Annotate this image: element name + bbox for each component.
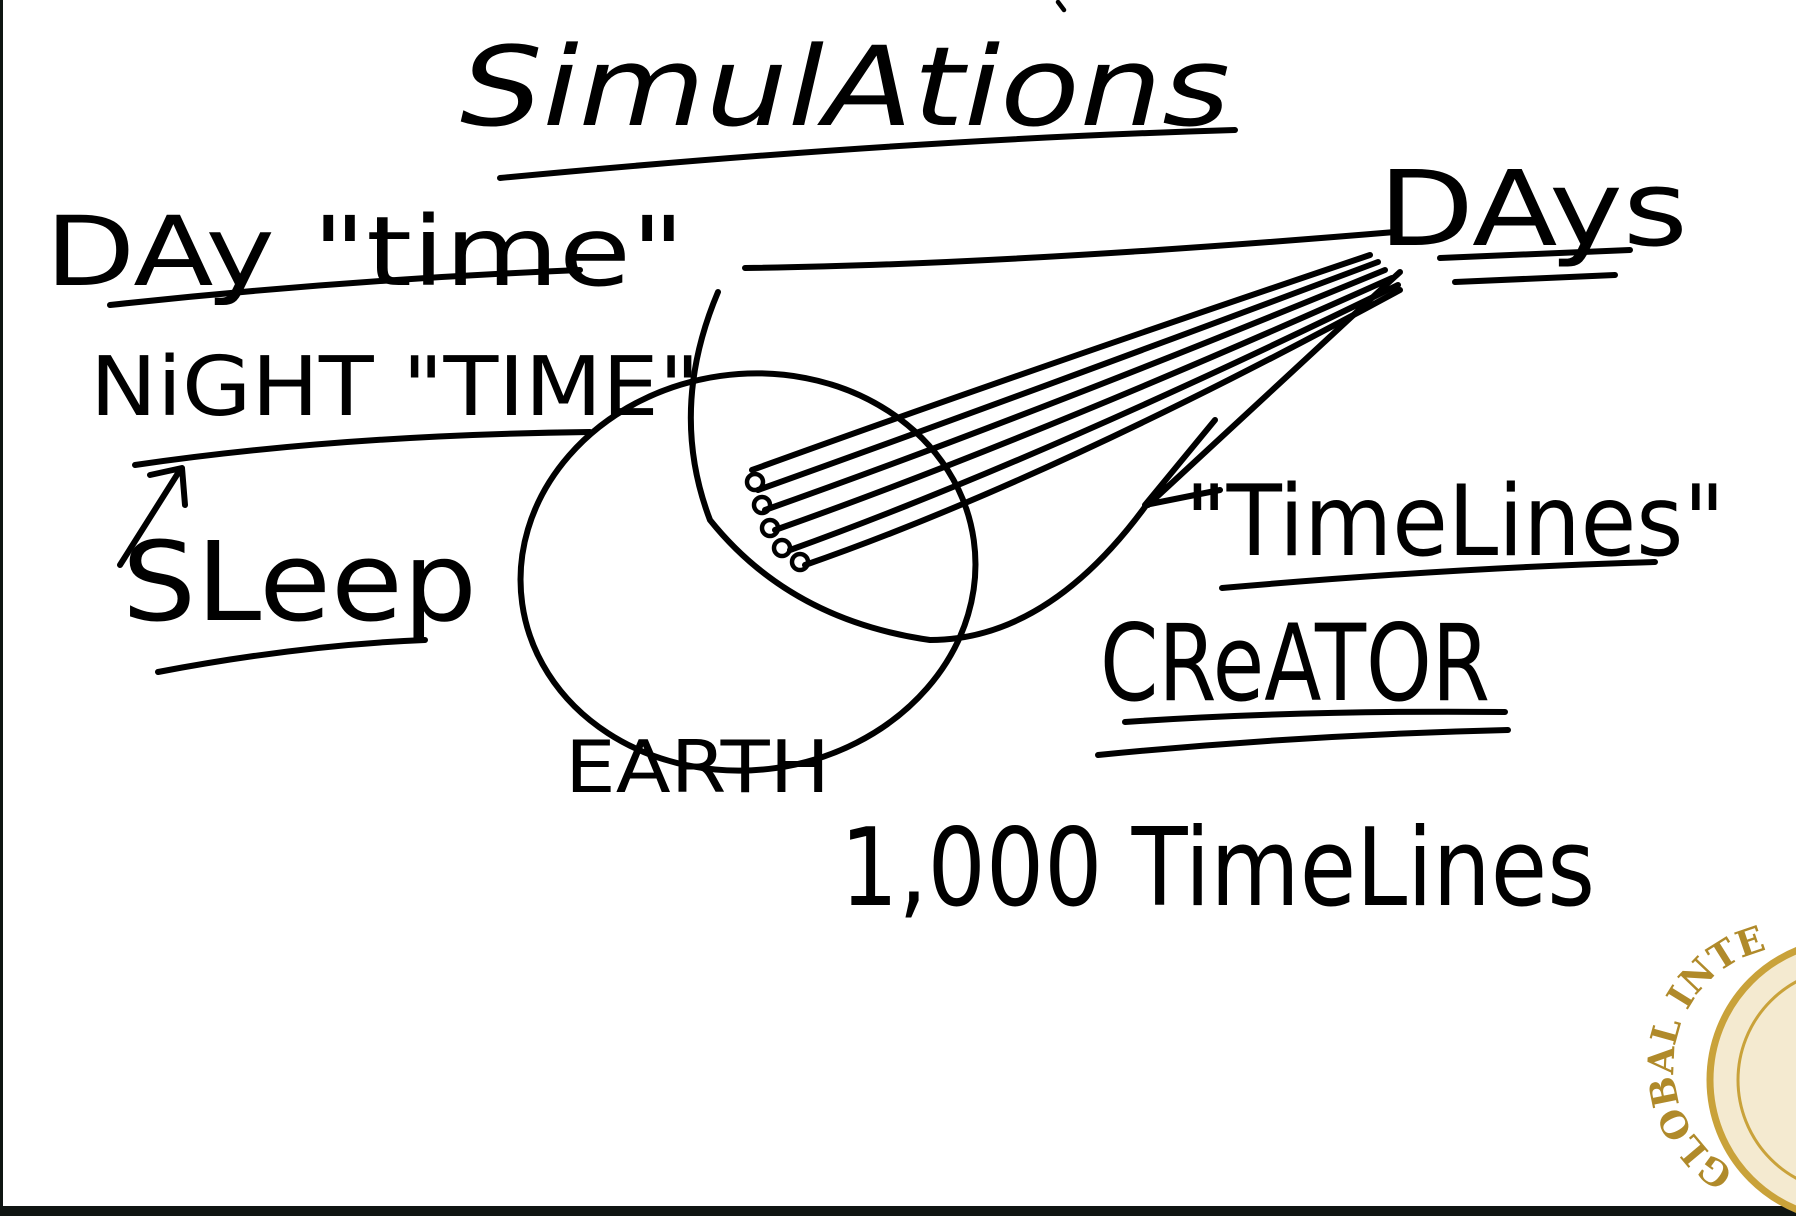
timeline-strand (787, 282, 1401, 553)
timeline-strand (772, 275, 1395, 533)
day-time-underline (107, 267, 583, 308)
title-underline (497, 127, 1238, 181)
strand-end (771, 537, 793, 559)
creator-underline (1095, 708, 1511, 758)
strand-end (751, 494, 773, 516)
thousand-timelines-label: 1,000 TimeLines (840, 806, 1595, 931)
timeline-bundle (744, 252, 1403, 573)
top-tick-mark (1055, 0, 1067, 13)
days-label: DAys (1378, 148, 1688, 270)
timeline-strand (755, 259, 1381, 493)
days-underline (1437, 247, 1633, 285)
sleep-label: SLeep (122, 518, 477, 646)
sleep-arrow-icon (117, 465, 188, 568)
sleep-underline (155, 637, 428, 675)
night-time-underline (132, 429, 593, 468)
timelines-arrow-icon (1142, 269, 1403, 508)
day-time-label: DAy "time" (45, 196, 685, 308)
title-simulations: SimulAtions (460, 23, 1230, 151)
strand-end (759, 517, 781, 539)
timeline-strand (762, 267, 1388, 513)
board-left-frame (0, 0, 3, 1216)
timeline-strand (802, 287, 1403, 568)
days-to-earth-line (742, 229, 1398, 271)
earth-label: EARTH (565, 725, 830, 809)
board-bottom-frame (0, 1206, 1796, 1216)
creator-label: CReATOR (1100, 602, 1490, 725)
strand-end (789, 551, 811, 573)
strand-end (744, 471, 766, 493)
timeline-strand (749, 252, 1373, 473)
inner-arc (687, 289, 1153, 643)
earth-circle (517, 370, 979, 774)
night-time-label: NiGHT "TIME" (90, 340, 700, 435)
timelines-underline (1219, 559, 1658, 591)
